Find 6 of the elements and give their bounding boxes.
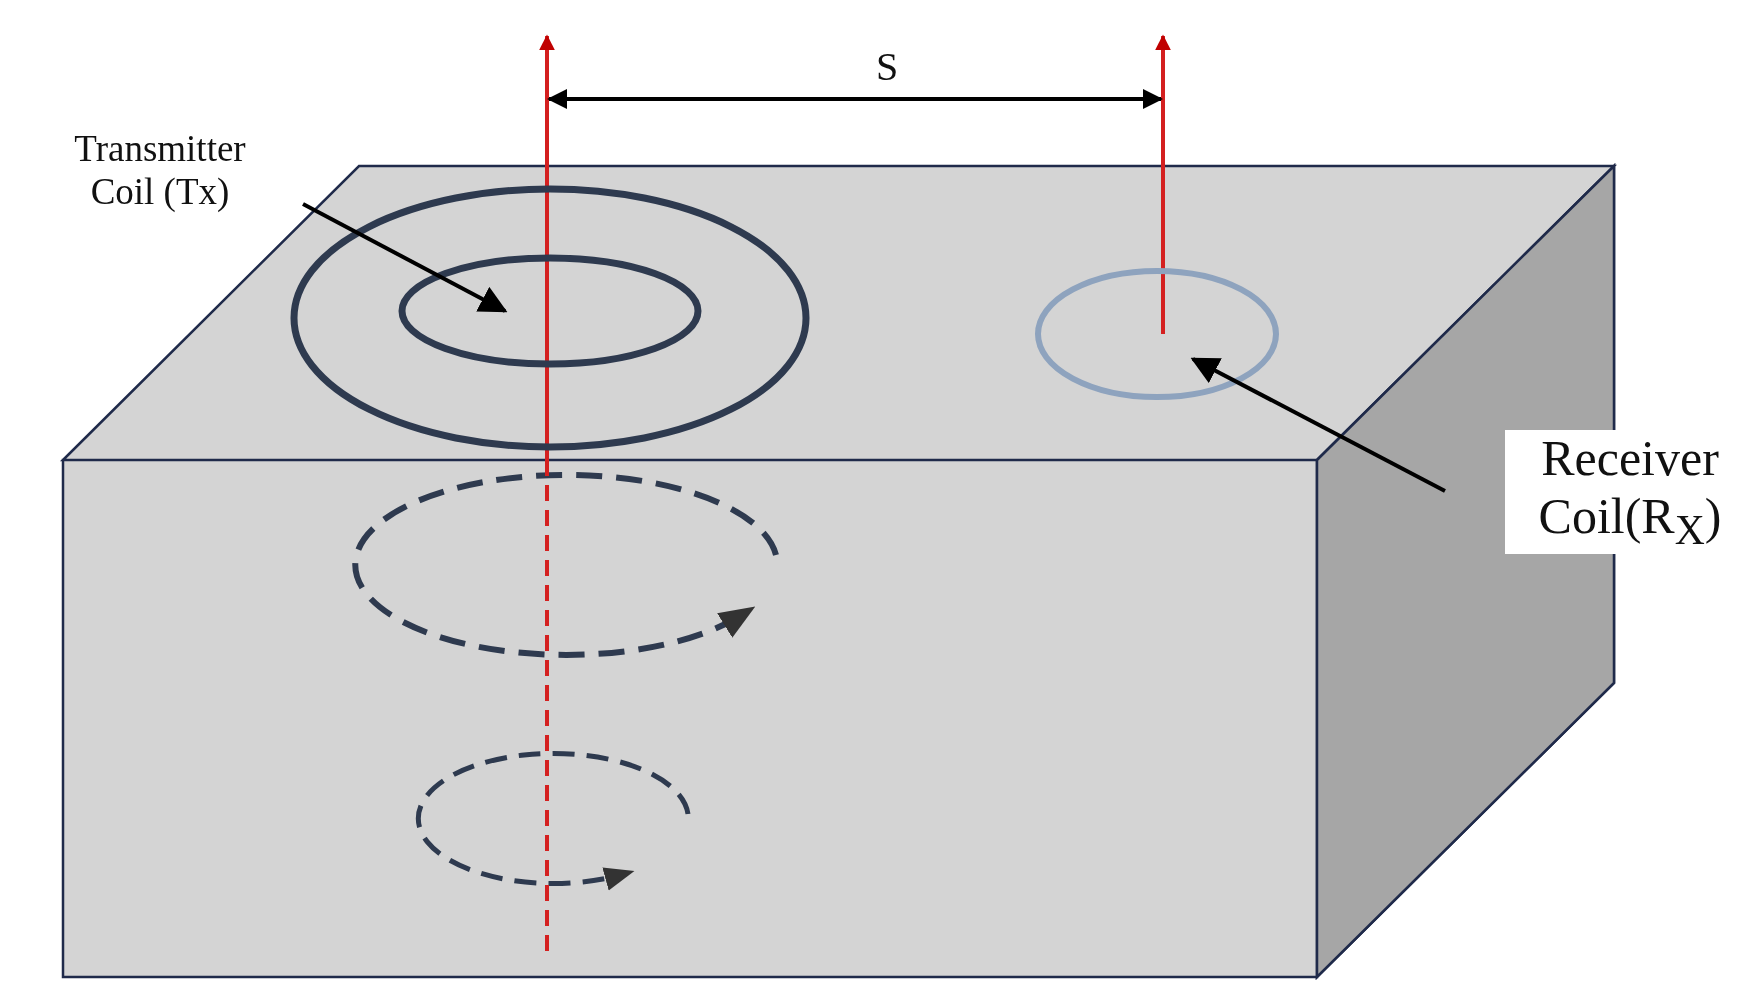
dimension-label: S [874,44,900,90]
coil-label: Transmitter Coil (Tx) [40,128,280,214]
leader-line [302,202,508,313]
coil-drawing [290,185,810,451]
leader-line [1190,357,1446,493]
coil-drawing [1035,268,1279,400]
